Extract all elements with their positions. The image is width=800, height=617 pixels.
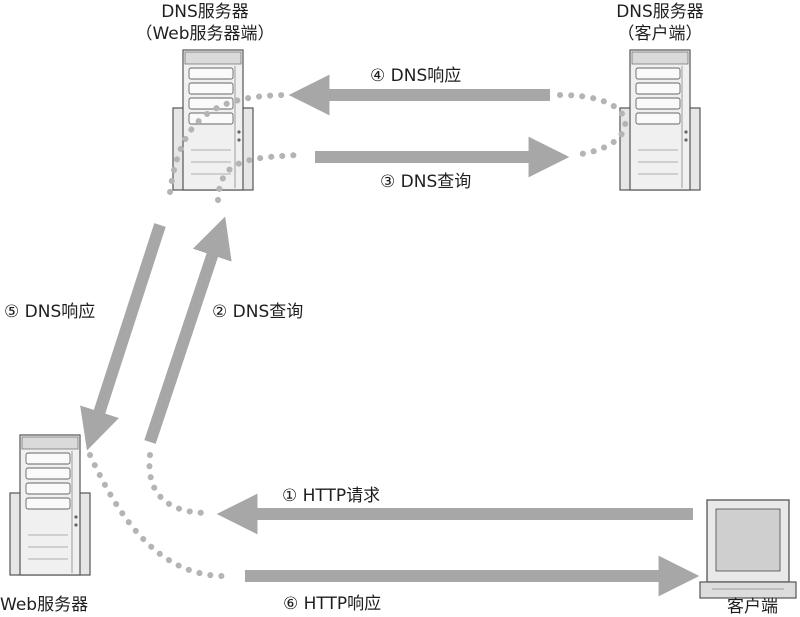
- dotted-connectors: [87, 92, 629, 580]
- step-2-label: ② DNS查询: [212, 302, 304, 322]
- arrow-step-2: [144, 216, 232, 444]
- web-server-label: Web服务器: [0, 595, 89, 615]
- flow-arrows: [80, 74, 700, 597]
- step-6-label: ⑥ HTTP响应: [283, 594, 382, 614]
- client-computer-icon: [699, 499, 797, 599]
- dns-server-client-side-icon: [619, 49, 701, 191]
- dotted-path-4-end: [557, 92, 629, 158]
- dotted-path-3-inner: [215, 152, 301, 203]
- step-4-label: ④ DNS响应: [370, 66, 462, 86]
- dotted-path-3-start: [167, 92, 293, 195]
- step-3-label: ③ DNS查询: [380, 172, 472, 192]
- web-server-icon: [9, 434, 91, 576]
- step-5-label: ⑤ DNS响应: [4, 302, 96, 322]
- dotted-path-6-start: [87, 452, 231, 580]
- dns-server-web-side-title: DNS服务器: [161, 2, 249, 22]
- dns-server-client-side-title: DNS服务器: [616, 2, 704, 22]
- dns-server-web-side-icon: [172, 49, 254, 191]
- dotted-path-1-end: [146, 452, 211, 516]
- dns-server-web-side-subtitle: （Web服务器端）: [135, 24, 275, 44]
- dns-server-client-side-subtitle: （客户端）: [617, 24, 703, 44]
- step-1-label: ① HTTP请求: [282, 486, 381, 506]
- client-label: 客户端: [727, 597, 778, 617]
- arrow-step-5: [80, 223, 166, 451]
